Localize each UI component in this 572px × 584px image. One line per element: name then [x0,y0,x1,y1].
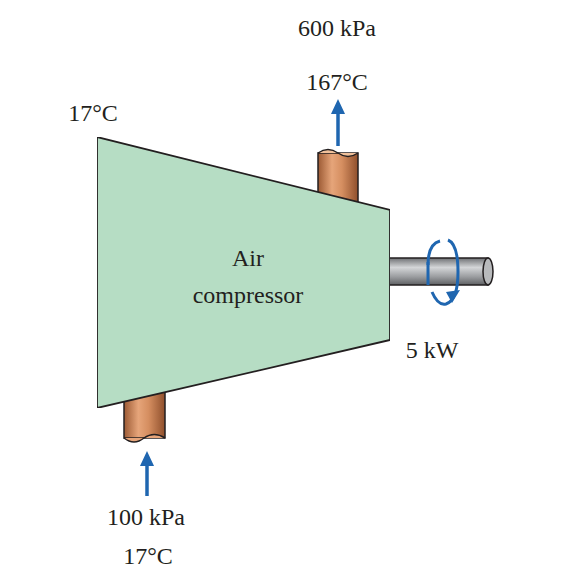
compressor-shape [97,137,390,408]
flow-arrow [140,451,154,496]
state-label: 17°C [123,542,173,571]
state-label: 600 kPa [298,14,376,43]
drive-shaft [380,258,493,285]
node-label: Air compressor [183,240,313,314]
compressor-outline [97,137,390,408]
compressor-body: Air compressor [97,137,390,408]
state-label: 5 kW [406,336,459,365]
flow-arrow [331,99,345,146]
rotation-arrow [428,240,460,304]
state-label: 100 kPa [107,503,185,532]
state-label: 17°C [68,99,118,128]
state-label: 167°C [306,68,368,97]
